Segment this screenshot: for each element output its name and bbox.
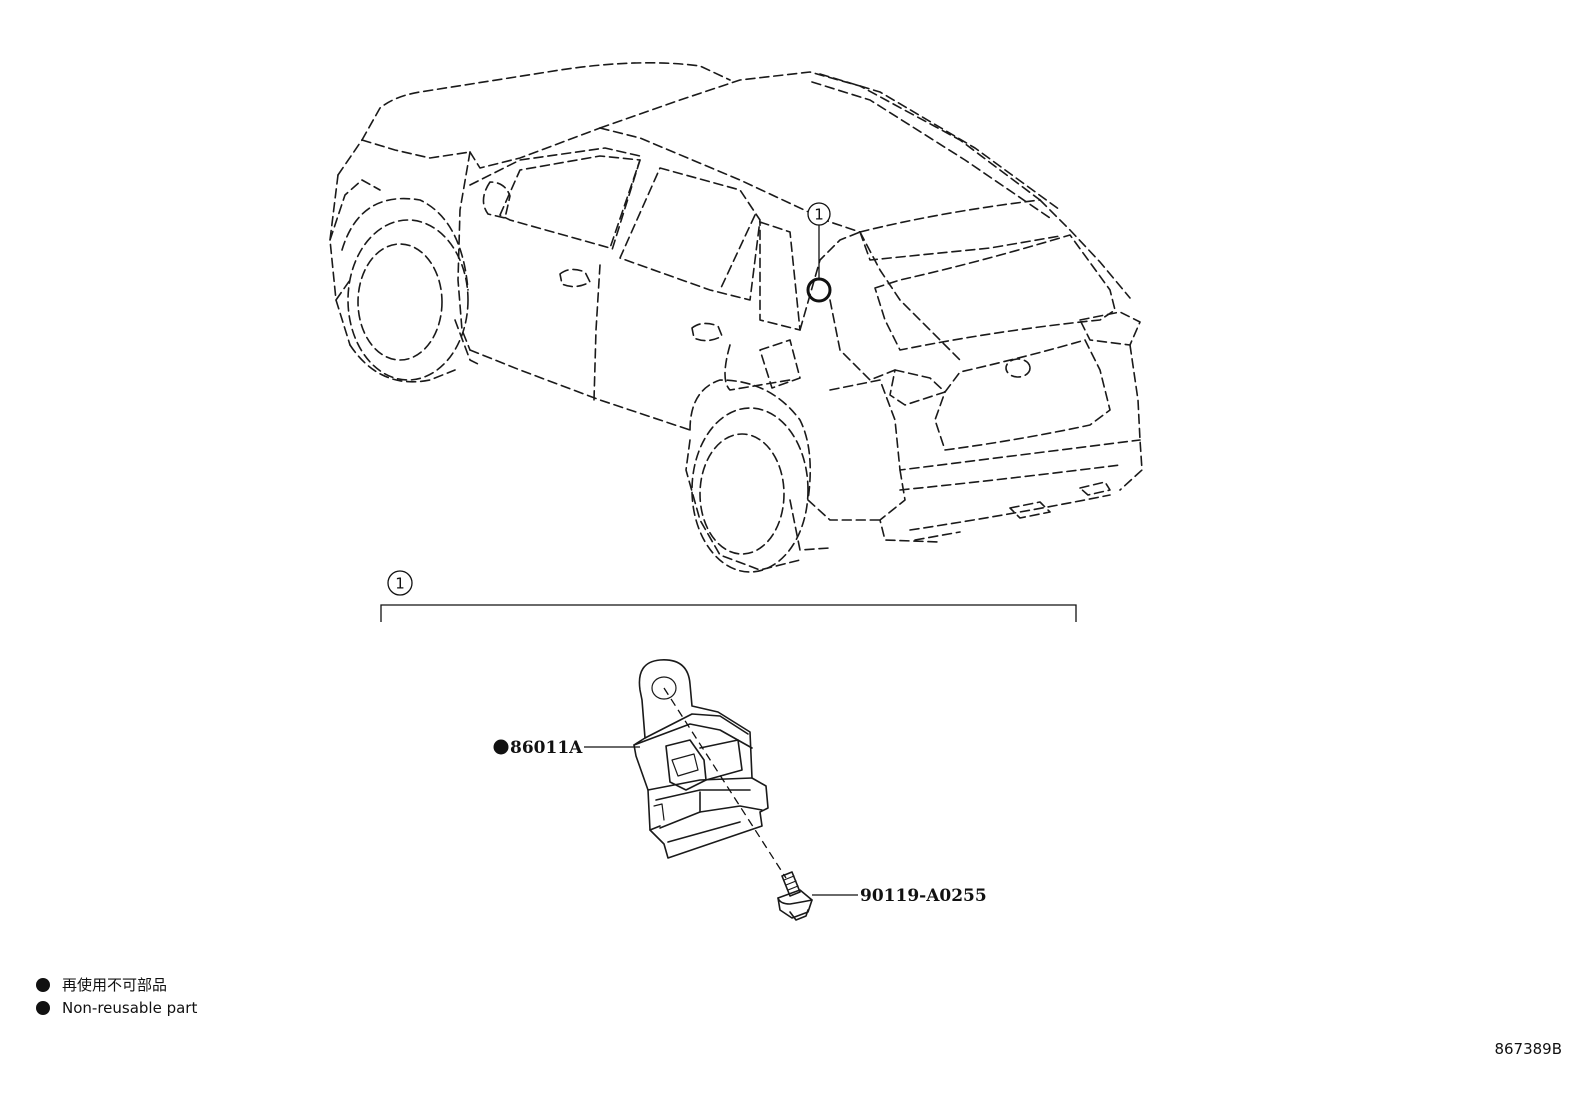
label-86011A: 86011A: [493, 738, 640, 758]
svg-text:90119-A0255: 90119-A0255: [860, 886, 987, 906]
part-90119-A0255-drawing: [777, 871, 813, 921]
assembly-axis: [663, 687, 787, 879]
svg-text:1: 1: [395, 575, 405, 593]
non-reusable-dot-icon: [36, 1001, 50, 1015]
legend-english-text: Non-reusable part: [62, 999, 198, 1017]
non-reusable-dot-icon: [36, 977, 50, 992]
location-marker: [806, 224, 832, 303]
vehicle-outline: [329, 62, 1143, 573]
figure-id: 867389B: [1494, 1040, 1562, 1058]
legend-japanese-text: 再使用不可部品: [62, 976, 168, 994]
svg-text:1: 1: [814, 206, 824, 224]
legend-item-english: Non-reusable part: [36, 999, 197, 1017]
legend-item-japanese: 再使用不可部品: [36, 974, 167, 995]
label-90119-A0255: 90119-A0255: [812, 886, 987, 906]
callout-1-vehicle: 1: [807, 202, 831, 226]
non-reusable-marker-icon: [493, 739, 509, 755]
part-86011A-drawing: [633, 659, 769, 859]
svg-text:86011A: 86011A: [510, 738, 583, 758]
group-bracket: 1: [380, 570, 1077, 622]
